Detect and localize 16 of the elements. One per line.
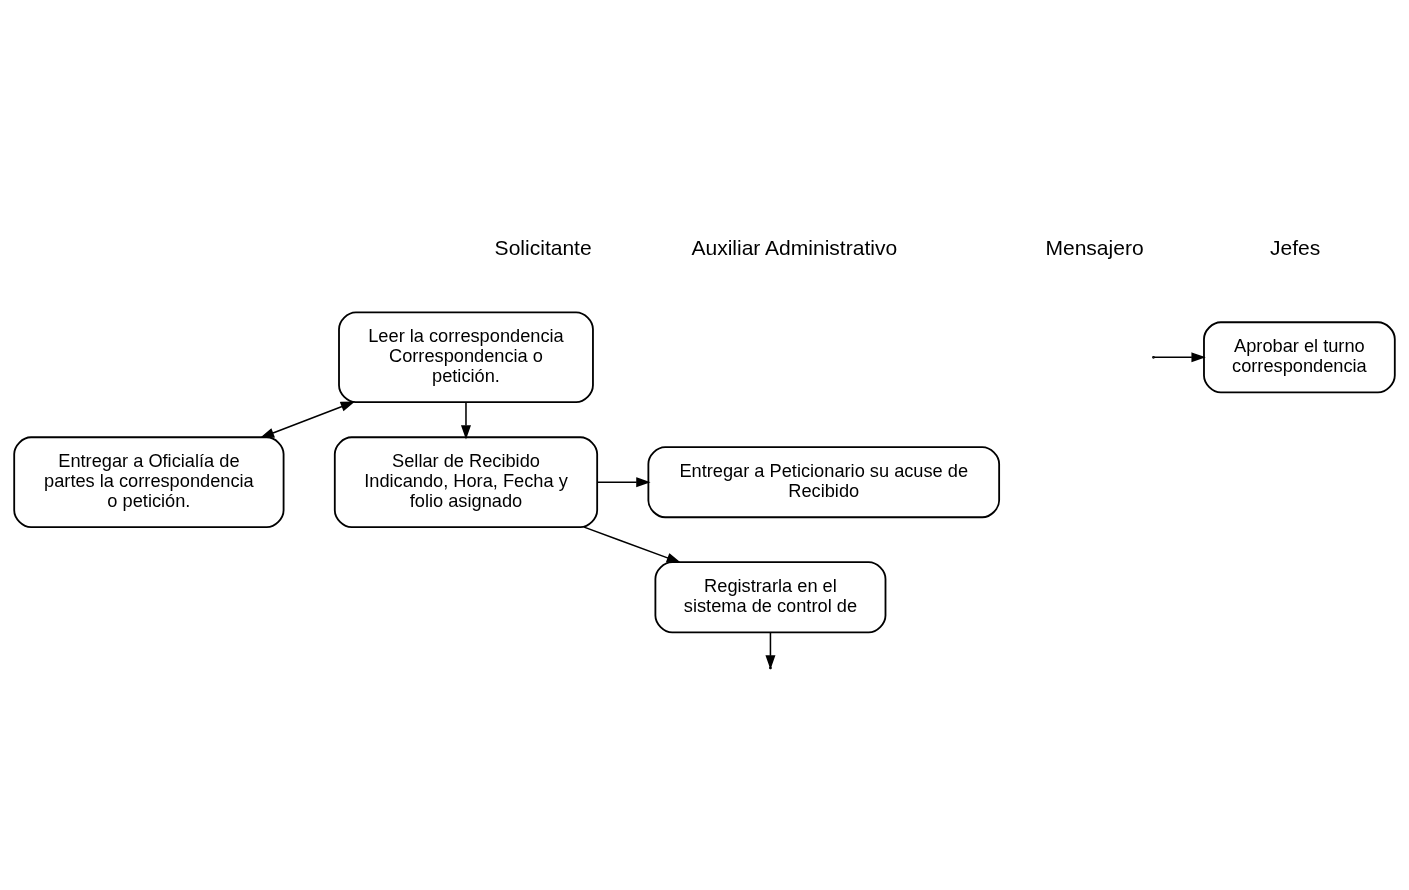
arrow: [460, 401, 471, 439]
node-box: Entregar a Oficialía de partes la correspondencia o petición.: [13, 435, 285, 528]
arrow: [259, 400, 356, 438]
label: Solicitante: [494, 235, 592, 259]
node-box: Leer la correspondencia Correspondencia o petición.: [338, 311, 594, 403]
arrow: [1153, 351, 1206, 362]
node-box: Entregar a Peticionario su acuse de Recibido: [647, 445, 1001, 518]
arrow: [583, 525, 681, 563]
label: Auxiliar Administrativo: [691, 235, 898, 259]
label: Jefes: [1270, 235, 1321, 259]
arrow: [765, 631, 776, 669]
node-box: Aprobar el turno correspondencia: [1203, 320, 1396, 393]
node-box: Sellar de Recibido Indicando, Hora, Fecha y folio asignado: [333, 435, 599, 528]
label: Mensajero: [1045, 235, 1144, 259]
node-box: Registrarla en el sistema de control de: [654, 560, 887, 633]
arrow: [596, 476, 651, 487]
